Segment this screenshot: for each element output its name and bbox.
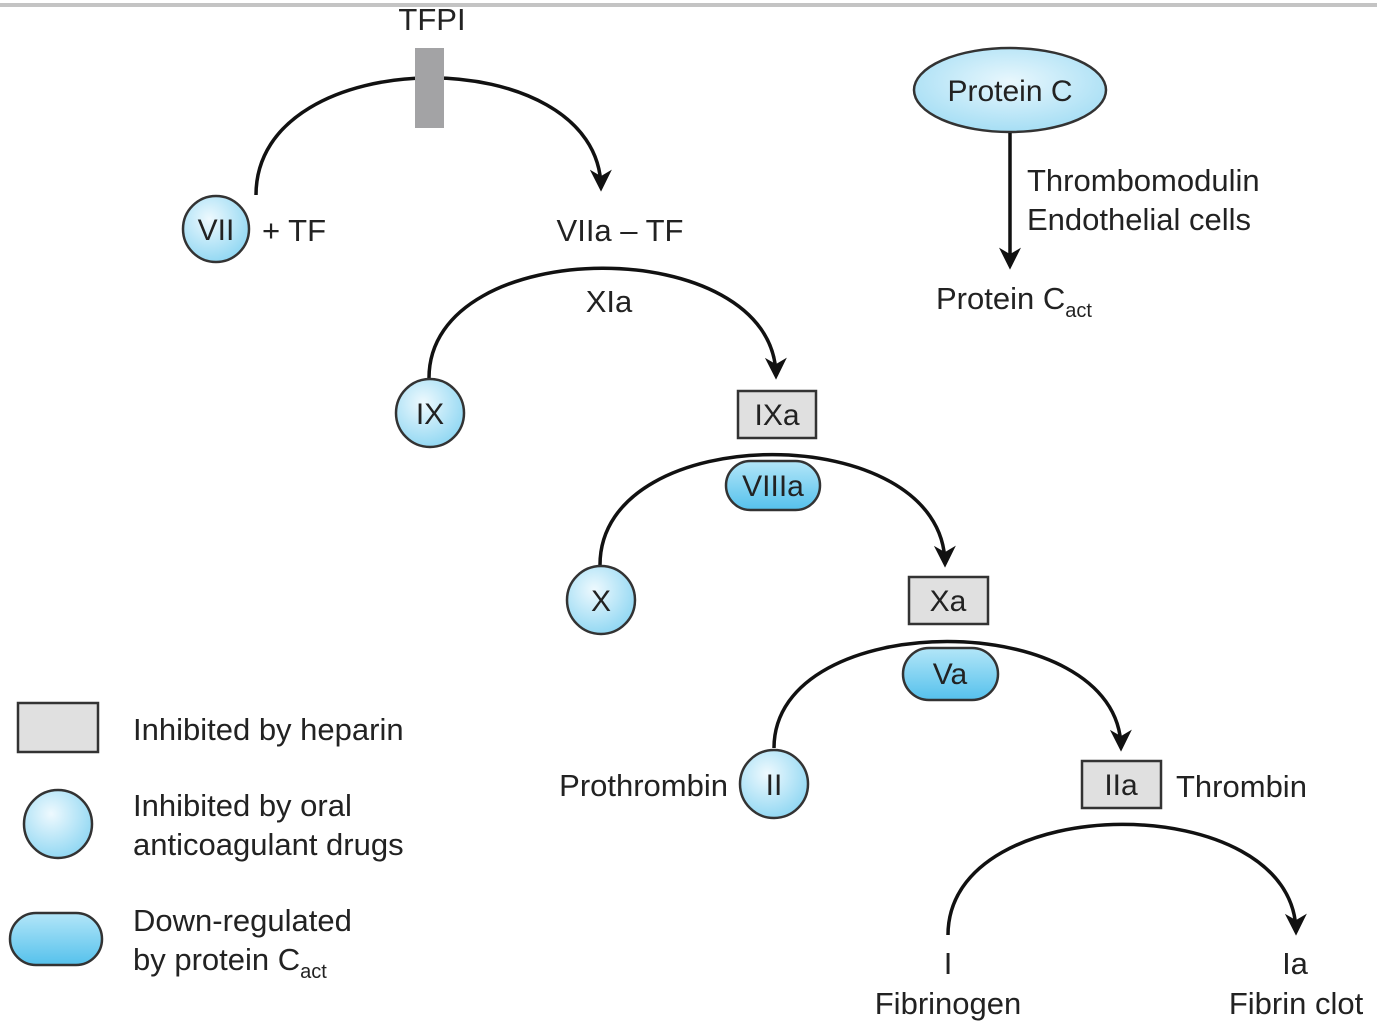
protein-c-act-subscript: act: [1065, 300, 1092, 322]
thrombomodulin-label: Thrombomodulin: [1027, 163, 1260, 198]
node-ixa: [736, 389, 818, 440]
node-iia: [1080, 759, 1163, 810]
arc-i-to-ia: [946, 822, 1307, 936]
node-i-label: I: [944, 946, 953, 981]
protein-c-act-label: Protein Cact: [936, 281, 1092, 322]
arc-ii-to-iia: [772, 639, 1132, 752]
legend-oral-label-line1: Inhibited by oral: [133, 788, 352, 823]
node-viia-tf-label: VIIa – TF: [557, 213, 684, 248]
top-border: [0, 3, 1377, 7]
node-viiia: [724, 459, 822, 512]
legend-oral-swatch: [22, 788, 94, 860]
node-iia-label: IIa: [1104, 769, 1138, 802]
node-ix: [394, 377, 466, 449]
legend-downreg-subscript: act: [300, 961, 327, 983]
node-va-label: Va: [933, 658, 968, 691]
plus-tf-label: + TF: [262, 213, 326, 248]
xia-label: XIa: [586, 284, 633, 319]
node-xa: [907, 575, 990, 626]
node-protein-c-label: Protein C: [947, 75, 1072, 108]
legend-oral-label-line2: anticoagulant drugs: [133, 827, 404, 862]
endothelial-cells-label: Endothelial cells: [1027, 202, 1251, 237]
node-ia-label: Ia: [1282, 946, 1309, 981]
arc-x-to-xa: [598, 452, 956, 568]
arc-ix-to-ixa: [427, 266, 787, 380]
node-ix-label: IX: [416, 398, 444, 431]
node-ii: [738, 748, 810, 820]
node-x: [565, 564, 637, 636]
fibrin-clot-label: Fibrin clot: [1229, 986, 1364, 1021]
legend-downreg-label-line2: by protein Cact: [133, 942, 327, 983]
protein-c-act-base: Protein C: [936, 281, 1065, 316]
legend-downreg-label-line1: Down-regulated: [133, 903, 352, 938]
node-vii: [181, 194, 251, 264]
node-x-label: X: [591, 585, 611, 618]
tfpi-label: TFPI: [398, 2, 465, 37]
node-ixa-label: IXa: [754, 399, 799, 432]
legend-downreg-base: by protein C: [133, 942, 300, 977]
node-xa-label: Xa: [930, 585, 967, 618]
fibrinogen-label: Fibrinogen: [875, 986, 1021, 1021]
legend-heparin-swatch: [16, 701, 100, 754]
node-vii-label: VII: [198, 214, 235, 247]
node-va: [901, 646, 1000, 702]
node-ii-label: II: [766, 769, 783, 802]
legend-downreg-swatch: [8, 911, 104, 967]
prothrombin-label: Prothrombin: [559, 768, 728, 803]
thrombin-label: Thrombin: [1176, 769, 1307, 804]
legend-heparin-label: Inhibited by heparin: [133, 712, 404, 747]
node-protein-c: [912, 46, 1108, 134]
legend: Inhibited by heparin Inhibited by oral a…: [8, 701, 404, 983]
tfpi-inhibitor-bar: [415, 48, 444, 128]
node-viiia-label: VIIIa: [742, 470, 804, 503]
